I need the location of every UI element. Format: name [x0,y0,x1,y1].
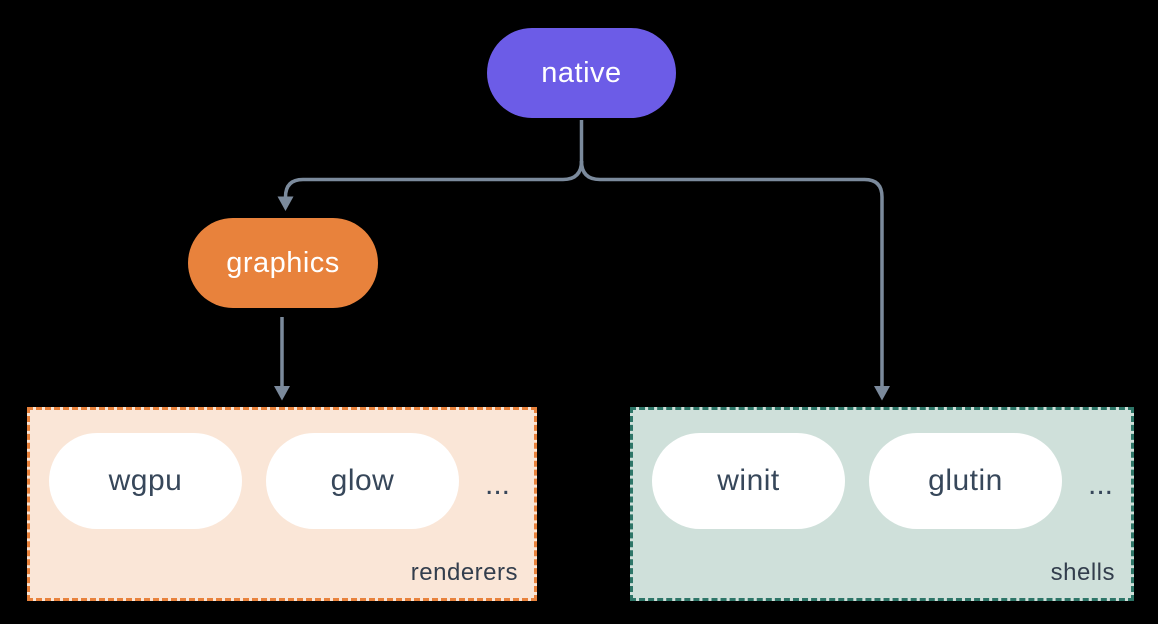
arrowhead-graphics-icon [277,196,294,211]
arrowhead-shells-icon [874,386,890,401]
chip-glow: glow [266,433,459,529]
node-graphics-label: graphics [226,246,340,279]
group-shells: winit glutin ... shells [630,407,1134,601]
connector-native-to-shells [579,160,884,387]
group-renderers: wgpu glow ... renderers [27,407,537,601]
chip-wgpu-label: wgpu [108,464,183,497]
shells-group-label: shells [1050,559,1115,586]
connector-native-to-graphics [283,160,584,199]
shells-chip-row: winit glutin ... [652,433,1113,529]
chip-glow-label: glow [330,464,395,497]
node-native-label: native [541,56,622,89]
chip-winit: winit [652,433,845,529]
shells-ellipsis: ... [1088,468,1114,501]
renderers-group-label: renderers [410,559,518,586]
renderers-chip-row: wgpu glow ... [49,433,510,529]
node-graphics: graphics [188,218,378,308]
node-native: native [487,28,676,118]
chip-winit-label: winit [717,464,780,497]
chip-glutin: glutin [869,433,1062,529]
renderers-ellipsis: ... [485,468,511,501]
chip-wgpu: wgpu [49,433,242,529]
chip-glutin-label: glutin [928,464,1003,497]
arrowhead-renderers-icon [274,386,290,401]
